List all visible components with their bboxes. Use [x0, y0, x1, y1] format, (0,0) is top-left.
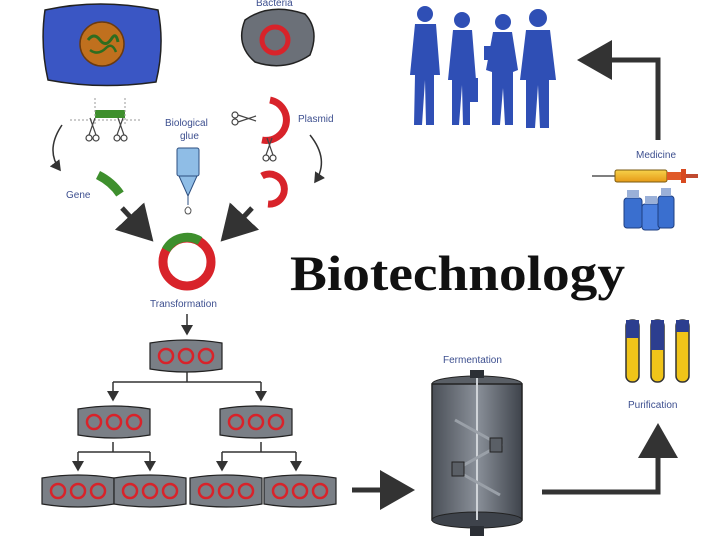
cell-tray — [41, 474, 115, 508]
gene-curved-arrow — [49, 124, 63, 172]
animal-cell-illustration — [42, 3, 162, 87]
scissors-icon — [231, 111, 257, 126]
person-figure — [484, 14, 518, 125]
scissors-icon — [262, 137, 277, 162]
purification-label: Purification — [628, 400, 677, 411]
gene-label: Gene — [66, 190, 91, 201]
medicine-to-people-arrow — [577, 40, 661, 140]
test-tube — [675, 319, 690, 383]
cell-tray — [189, 474, 263, 508]
bacteria-label: Bacteria — [256, 0, 293, 9]
plasmid-cell — [141, 482, 159, 500]
cell-tray — [263, 474, 337, 508]
plasmid-cell — [197, 482, 215, 500]
plasmid-cell — [271, 482, 289, 500]
plasmid-cell — [161, 482, 179, 500]
person-figure — [448, 12, 478, 125]
plasmid-cell — [177, 347, 195, 365]
plasmid-curved-arrow — [309, 134, 326, 184]
glue-dropper-icon — [176, 147, 200, 215]
plasmid-cell — [121, 482, 139, 500]
opened-plasmid — [260, 170, 288, 208]
plasmid-cell — [105, 413, 123, 431]
scissors-icon — [113, 117, 128, 142]
plasmid-label: Plasmid — [298, 114, 334, 125]
plasmid-cell — [197, 347, 215, 365]
person-figure — [520, 9, 556, 128]
person-figure — [410, 6, 440, 125]
cell-tray — [113, 474, 187, 508]
plasmid-cell — [237, 482, 255, 500]
plasmid-cell — [291, 482, 309, 500]
people-silhouettes — [410, 6, 556, 128]
plasmid-ring — [261, 96, 290, 144]
cell-tray — [149, 339, 223, 373]
medicine-label: Medicine — [636, 150, 676, 161]
scissors-icon — [85, 117, 100, 142]
plasmid-cell — [69, 482, 87, 500]
bacteria-illustration — [240, 8, 315, 67]
plasmid-cell — [267, 413, 285, 431]
plasmid-cell — [217, 482, 235, 500]
plasmid-cell — [85, 413, 103, 431]
fermentation-to-purification-arrow — [542, 423, 678, 495]
glue-label-line1: Biological — [165, 118, 208, 129]
plasmid-to-transformation-arrow — [220, 202, 260, 242]
plasmid-cell — [89, 482, 107, 500]
plasmid-cell — [49, 482, 67, 500]
plasmid-cell — [227, 413, 245, 431]
gene-fragment — [95, 170, 124, 197]
cell-tray — [77, 405, 151, 439]
recombinant-plasmid — [158, 232, 216, 291]
test-tube — [625, 319, 640, 383]
fermentation-tank — [431, 370, 523, 536]
gene-to-transformation-arrow — [114, 202, 154, 242]
vials-icon — [623, 188, 675, 231]
page-title: Biotechnology — [290, 245, 625, 301]
test-tube — [650, 319, 665, 383]
cloning-tree-lines — [72, 372, 302, 472]
cell-tray — [219, 405, 293, 439]
syringe-icon — [592, 169, 698, 183]
plasmid-cell — [311, 482, 329, 500]
gene-dna-strand — [70, 98, 140, 125]
fermentation-label: Fermentation — [443, 355, 502, 366]
purification-tubes — [625, 319, 690, 383]
glue-label-line2: glue — [180, 131, 199, 142]
plasmid-cell — [125, 413, 143, 431]
transformation-label: Transformation — [150, 299, 217, 310]
plasmid-cell — [157, 347, 175, 365]
plasmid-cell — [247, 413, 265, 431]
